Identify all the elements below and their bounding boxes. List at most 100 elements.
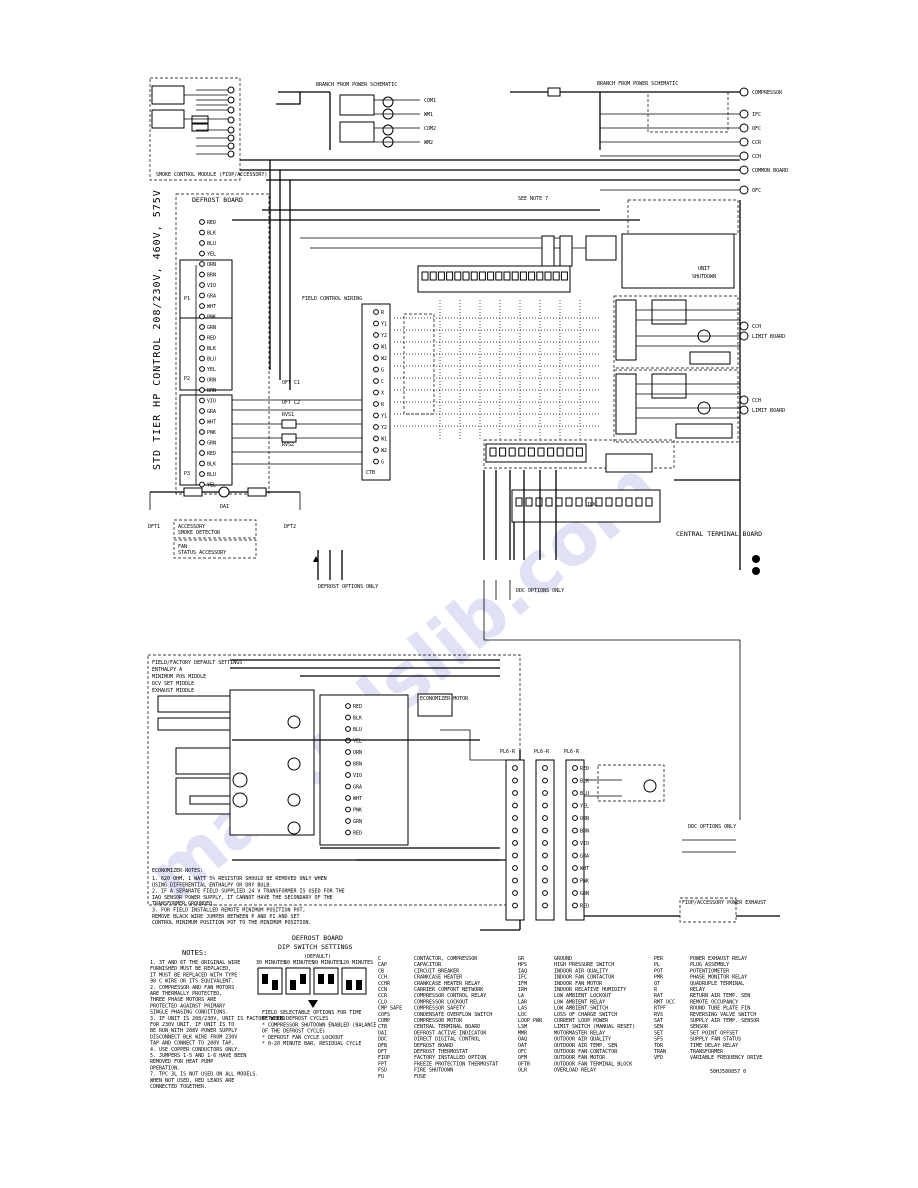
terminal-pin [512, 765, 518, 771]
terminal-pin [528, 271, 536, 281]
terminal-pin [512, 840, 518, 846]
economizer-note-line: 1. 620 OHM, 1 WATT 5% RESISTOR SHOULD BE… [152, 876, 327, 882]
legend-abbr: CCHR [378, 981, 391, 987]
svg-text:COM1: COM1 [424, 98, 436, 104]
terminal-pin [345, 818, 351, 824]
wire-color-label: WHT [353, 796, 362, 802]
legend-desc: REVERSING VALVE SWITCH [690, 1012, 756, 1018]
svg-text:FIELD/FACTORY DEFAULT SETTINGS: FIELD/FACTORY DEFAULT SETTINGS [152, 660, 242, 666]
wire-color-label: GRA [207, 294, 216, 300]
terminal-pin [345, 795, 351, 801]
legend-abbr: QT [654, 981, 660, 987]
wire-color-label: GRN [207, 441, 216, 447]
legend-abbr: SET [654, 1030, 663, 1036]
terminal-pin [373, 435, 379, 442]
wire-color-label: WHT [207, 304, 216, 310]
economizer-note-line: CONTROL MINIMUM POSITION POT TO THE MINI… [152, 920, 312, 926]
legend-abbr: CCH [378, 975, 387, 981]
legend-desc: POWER EXHAUST RELAY [690, 956, 747, 962]
legend-desc: OUTDOOR FAN MOTOR [554, 1055, 606, 1061]
terminal-pin [199, 292, 205, 299]
side-title: STD TIER HP CONTROL 208/230V, 460V, 575V [152, 189, 163, 470]
legend-abbr: DAI [378, 1030, 387, 1036]
terminal-pin [199, 219, 205, 225]
legend-desc: CAPACITOR [414, 962, 442, 968]
field-wiring-label: FIELD CONTROL WIRING [302, 296, 362, 302]
note-line: FOR 230V UNIT. IF UNIT IS TO [150, 1022, 234, 1028]
terminal-pin [625, 497, 633, 507]
terminal-pin [572, 840, 578, 846]
economizer-legend: FIELD/FACTORY DEFAULT SETTINGS ENTHALPY … [152, 660, 242, 694]
svg-text:FAN: FAN [178, 544, 187, 550]
legend-abbr: POT [654, 968, 663, 974]
terminal-pin [199, 460, 205, 467]
legend-desc: SUPPLY AIR TEMP. SENSOR [690, 1018, 760, 1024]
legend-desc: QUADRUPLE TERMINAL [690, 981, 744, 987]
wire-color-label: GRN [353, 819, 362, 825]
terminal-pin [199, 366, 205, 372]
dip-note-line: FIELD SELECTABLE OPTIONS FOR TIME [262, 1010, 361, 1016]
terminal-pin [199, 250, 205, 257]
wire-color-label: Y1 [381, 322, 387, 328]
terminal-pin [199, 313, 205, 320]
general-notes: NOTES: 1. 3T AND 6T THE ORIGINAL WIRE FU… [150, 949, 285, 1090]
svg-text:COM2: COM2 [424, 126, 436, 132]
terminal-pin [345, 829, 351, 836]
terminal-pin [199, 471, 205, 477]
svg-text:OFC: OFC [752, 126, 761, 132]
legend-desc: COMPRESSOR LOCKOUT [414, 999, 468, 1005]
terminal-pin [429, 271, 437, 281]
wire-color-label: RED [580, 904, 589, 910]
note-line: 2. COMPRESSOR AND FAN MOTORS [150, 985, 234, 991]
dip-option-label: 60 MINUTES [284, 960, 314, 966]
legend-desc: DEFROST BOARD [414, 1043, 453, 1049]
legend-desc: CURRENT LOOP POWER [554, 1018, 609, 1024]
legend-abbr: DDC [378, 1037, 387, 1043]
dip-switch-settings: DEFROST BOARD DIP SWITCH SETTINGS (DEFAU… [256, 934, 376, 1047]
svg-text:COMMON BOARD: COMMON BOARD [752, 168, 788, 174]
terminal-pin [572, 877, 578, 884]
terminal-pin [512, 827, 518, 834]
terminal-pin [199, 408, 205, 414]
wire-color-label: BLU [207, 241, 216, 247]
dip-note-line: OF THE DEFROST CYCLE) [262, 1029, 325, 1035]
terminal-pin [542, 777, 548, 784]
central-terminal-board: DDC CENTRAL TERMINAL BOARD [483, 200, 762, 570]
note-line: SINGLE PHASING CONDITIONS. [150, 1010, 228, 1016]
legend-abbr: PER [654, 956, 664, 962]
terminal-pin [512, 802, 518, 809]
terminal-pin [462, 271, 470, 281]
note-line: DISCONNECT BLK WIRE FROM 230V [150, 1034, 237, 1040]
legend-desc: COMPRESSOR MOTOR [414, 1018, 463, 1024]
wire-color-label: ORN [207, 378, 216, 384]
legend-abbr: CCR [378, 993, 388, 999]
note-line: ARE THERMALLY PROTECTED, [150, 991, 222, 997]
wire-color-label: BLK [207, 346, 216, 352]
wire-color-label: YEL [207, 252, 216, 258]
central-terminal-label: CENTRAL TERMINAL BOARD [676, 530, 762, 538]
note-line: CONNECTED TOGETHER. [150, 1084, 207, 1090]
terminal-pin [527, 447, 535, 457]
terminal-pin [572, 890, 578, 896]
svg-text:DFT2: DFT2 [284, 524, 296, 530]
wire-color-label: YEL [207, 367, 216, 373]
legend-desc: GROUND [554, 956, 572, 962]
terminal-pin [572, 902, 578, 909]
legend-desc: INDOOR FAN CONTACTOR [554, 975, 615, 981]
terminal-pin [537, 447, 545, 457]
wire-color-label: Y1 [381, 414, 387, 420]
wire-color-label: C [381, 379, 384, 385]
legend-desc: LOW AMBIENT RELAY [554, 999, 605, 1005]
terminal-pin [542, 802, 548, 809]
legend-abbr: OFM [518, 1055, 527, 1061]
terminal-pin [437, 271, 445, 281]
terminal-pin [199, 240, 205, 246]
legend-abbr: R [654, 987, 658, 993]
svg-text:LIMIT BOARD: LIMIT BOARD [752, 408, 785, 414]
terminal-pin [515, 497, 523, 507]
wire-color-label: BLU [207, 472, 216, 478]
svg-text:P2: P2 [184, 376, 190, 382]
terminal-pin [199, 324, 205, 330]
